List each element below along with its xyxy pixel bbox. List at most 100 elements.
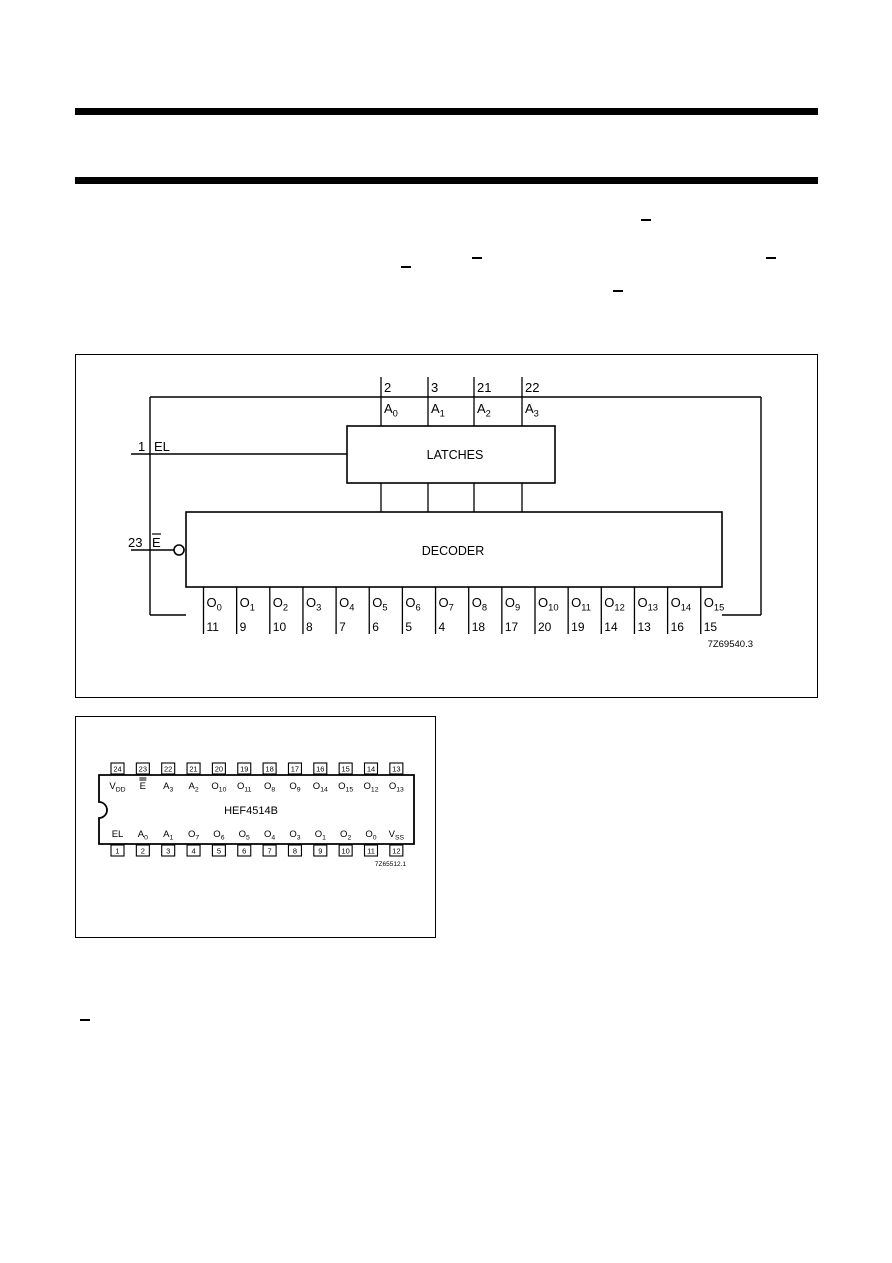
output-pin-number: 19 (571, 620, 585, 634)
pin-number: 20 (215, 765, 223, 774)
figure-code: 7Z69540.3 (708, 639, 753, 650)
output-pin-number: 6 (372, 620, 379, 634)
output-label: O5 (372, 595, 387, 613)
pin-box (135, 844, 150, 857)
part-number: HEF4514B (224, 805, 278, 817)
pin-box (287, 762, 302, 775)
pin-box (161, 762, 176, 775)
pin-number: 10 (341, 847, 349, 856)
pin-box (389, 844, 404, 857)
output-label: O13 (637, 595, 658, 613)
output-pin-number: 5 (405, 620, 412, 634)
output-label: O6 (405, 595, 420, 613)
output-pin-number: 10 (273, 620, 287, 634)
top-rule (75, 108, 818, 115)
pin-number: 12 (392, 847, 400, 856)
pin-name: O0 (365, 829, 376, 842)
pin-number: 16 (316, 765, 324, 774)
address-input-pin-number: 21 (477, 380, 491, 395)
output-label: O9 (505, 595, 520, 613)
output-label: O1 (240, 595, 255, 613)
pin-name: O3 (289, 829, 300, 842)
pin-name: O14 (313, 781, 328, 794)
pin-box (135, 762, 150, 775)
output-pin-number: 4 (439, 620, 446, 634)
address-input-label: A1 (431, 401, 445, 419)
pin-number: 5 (217, 847, 221, 856)
output-pin-number: 8 (306, 620, 313, 634)
output-pin-number: 9 (240, 620, 247, 634)
pin-name: A0 (138, 829, 148, 842)
output-label: O7 (439, 595, 454, 613)
el-pin-number: 1 (138, 439, 145, 454)
address-input-label: A2 (477, 401, 491, 419)
pin-box (186, 844, 201, 857)
pin-box (287, 844, 302, 857)
address-input-pin-number: 3 (431, 380, 438, 395)
pin-box (161, 844, 176, 857)
pin-number: 4 (191, 847, 195, 856)
pin-name: O11 (237, 781, 252, 794)
pin-number: 18 (265, 765, 273, 774)
pin-name: A1 (163, 829, 173, 842)
pin-number: 19 (240, 765, 248, 774)
pin-name: O15 (338, 781, 353, 794)
pin-box (211, 844, 226, 857)
pin-number: 3 (166, 847, 170, 856)
pin-name: O10 (211, 781, 226, 794)
overline-mark (641, 219, 651, 221)
pin-name: O2 (340, 829, 351, 842)
overline-mark (401, 266, 411, 268)
el-pin-name: EL (154, 439, 170, 454)
output-label: O4 (339, 595, 354, 613)
pin-name: O4 (264, 829, 275, 842)
pin-name: O1 (315, 829, 326, 842)
output-pin-number: 7 (339, 620, 346, 634)
latches-label: LATCHES (427, 448, 484, 462)
overline-mark (80, 1019, 90, 1021)
output-pin-number: 15 (704, 620, 718, 634)
output-label: O15 (704, 595, 725, 613)
decoder-label: DECODER (422, 544, 485, 558)
output-pin-number: 17 (505, 620, 519, 634)
address-input-pin-number: 2 (384, 380, 391, 395)
output-pin-number: 11 (207, 620, 220, 634)
output-label: O10 (538, 595, 559, 613)
e-pin-number: 23 (128, 535, 142, 550)
pin-number: 7 (268, 847, 272, 856)
pin-box (363, 844, 379, 857)
overline-mark (472, 257, 482, 259)
pin-number: 13 (392, 765, 400, 774)
pinning-diagram: 24VDD23E22A321A220O1019O1118O817O916O141… (98, 762, 415, 868)
pin-box (338, 844, 353, 857)
overline-mark (613, 290, 623, 292)
output-label: O12 (604, 595, 625, 613)
pin-box (237, 762, 252, 775)
pin-name: O13 (389, 781, 404, 794)
pin-box (313, 762, 328, 775)
output-pin-number: 18 (472, 620, 486, 634)
output-label: O3 (306, 595, 321, 613)
output-label: O11 (571, 595, 591, 613)
pin-name: E (140, 781, 146, 792)
second-rule (75, 177, 818, 184)
pin-box (237, 844, 252, 857)
pin-box (338, 762, 353, 775)
pin-box (110, 762, 125, 775)
address-input-pin-number: 22 (525, 380, 539, 395)
pin-number: 15 (341, 765, 349, 774)
pin-name: A2 (188, 781, 198, 794)
pin-name: A3 (163, 781, 173, 794)
pinning-figure-code: 7Z65512.1 (375, 861, 406, 868)
overline-mark (766, 257, 776, 259)
pin-number: 23 (139, 765, 147, 774)
output-pin-number: 20 (538, 620, 552, 634)
pin-number: 1 (115, 847, 119, 856)
pin-box (363, 762, 379, 775)
pin-number: 9 (318, 847, 322, 856)
output-label: O0 (207, 595, 222, 613)
output-label: O8 (472, 595, 487, 613)
pin-box (211, 762, 226, 775)
